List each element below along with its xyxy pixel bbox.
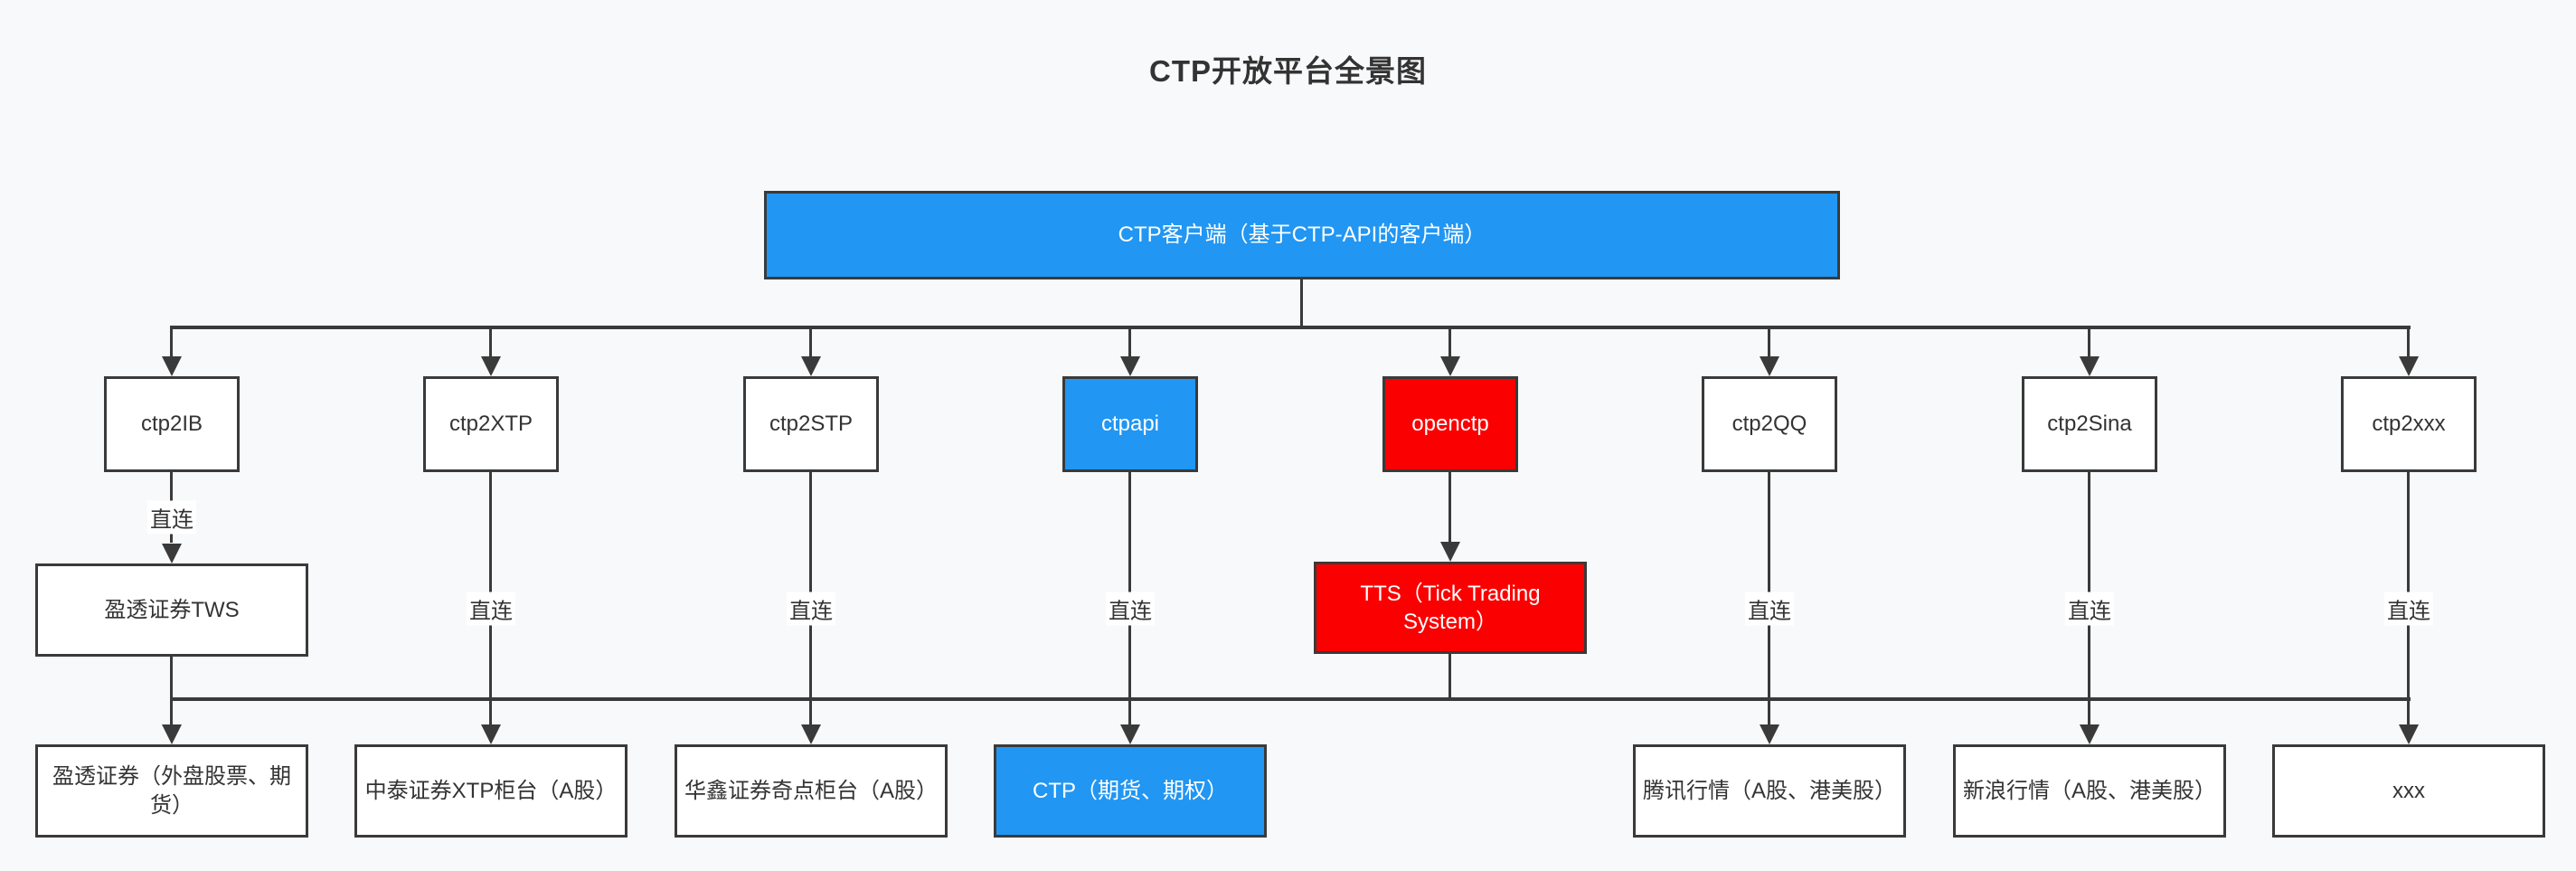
node-sina-quotes: 新浪行情（A股、港美股） (1953, 744, 2226, 838)
arrowhead-ctp-backend (1120, 724, 1140, 744)
node-ib-tws: 盈透证券TWS (35, 563, 308, 657)
connector-drop-ctp2xxx (2407, 327, 2410, 358)
edge-label-direct-ctp2sina: 直连 (2065, 592, 2114, 626)
node-openctp: openctp (1382, 376, 1518, 472)
node-tts: TTS（Tick Trading System） (1314, 562, 1587, 654)
node-ctp2xxx: ctp2xxx (2341, 376, 2477, 472)
node-xxx-backend: xxx (2272, 744, 2545, 838)
connector-drop-openctp (1448, 327, 1451, 358)
connector-drop-ctp2qq (1768, 327, 1770, 358)
edge-label-direct-ctp2xxx: 直连 (2384, 592, 2433, 626)
connector-distribution-line (170, 326, 2411, 329)
edge-label-direct-ctp2qq: 直连 (1745, 592, 1794, 626)
connector-openctp-tts (1448, 472, 1451, 542)
arrowhead-huaxin (801, 724, 821, 744)
connector-drop-ctp2stp (809, 327, 812, 358)
arrowhead-ib-backend (162, 724, 182, 744)
arrowhead-zhongtai (481, 724, 501, 744)
node-ctp2stp: ctp2STP (743, 376, 879, 472)
arrowhead-openctp (1440, 356, 1460, 376)
arrowhead-tws (162, 544, 182, 563)
node-ctp-client: CTP客户端（基于CTP-API的客户端） (764, 191, 1840, 279)
connector-bus-line (170, 697, 2411, 701)
arrowhead-ctp2qq (1760, 356, 1779, 376)
node-huaxin-singularity: 华鑫证券奇点柜台（A股） (675, 744, 948, 838)
edge-label-direct-ctp2xtp: 直连 (467, 592, 515, 626)
node-ctpapi: ctpapi (1062, 376, 1198, 472)
node-ctp2ib: ctp2IB (104, 376, 240, 472)
edge-label-direct-ctpapi: 直连 (1106, 592, 1155, 626)
arrowhead-tencent (1760, 724, 1779, 744)
node-ctp-backend: CTP（期货、期权） (994, 744, 1267, 838)
arrowhead-ctp2sina (2080, 356, 2099, 376)
connector-tws-backend (170, 657, 173, 724)
node-ctp2sina: ctp2Sina (2022, 376, 2157, 472)
edge-label-direct-ctp2stp: 直连 (787, 592, 835, 626)
arrowhead-ctp2xtp (481, 356, 501, 376)
arrowhead-ctpapi (1120, 356, 1140, 376)
node-ctp2xtp: ctp2XTP (423, 376, 559, 472)
node-ctp2qq: ctp2QQ (1702, 376, 1837, 472)
arrowhead-tts (1440, 542, 1460, 562)
connector-tts-bus (1448, 654, 1451, 699)
connector-drop-ctp2ib (170, 327, 173, 358)
arrowhead-ctp2ib (162, 356, 182, 376)
connector-drop-ctp2xtp (489, 327, 492, 358)
diagram-title: CTP开放平台全景图 (1149, 54, 1427, 88)
connector-drop-ctpapi (1128, 327, 1131, 358)
node-ib-securities: 盈透证券（外盘股票、期货） (35, 744, 308, 838)
connector-drop-ctp2sina (2088, 327, 2090, 358)
arrowhead-sina (2080, 724, 2099, 744)
connector-root-stem (1300, 278, 1303, 327)
edge-label-direct-ctp2ib: 直连 (147, 500, 196, 535)
arrowhead-xxx (2399, 724, 2419, 744)
node-zhongtai-xtp: 中泰证券XTP柜台（A股） (354, 744, 627, 838)
node-tencent-quotes: 腾讯行情（A股、港美股） (1633, 744, 1906, 838)
arrowhead-ctp2xxx (2399, 356, 2419, 376)
arrowhead-ctp2stp (801, 356, 821, 376)
